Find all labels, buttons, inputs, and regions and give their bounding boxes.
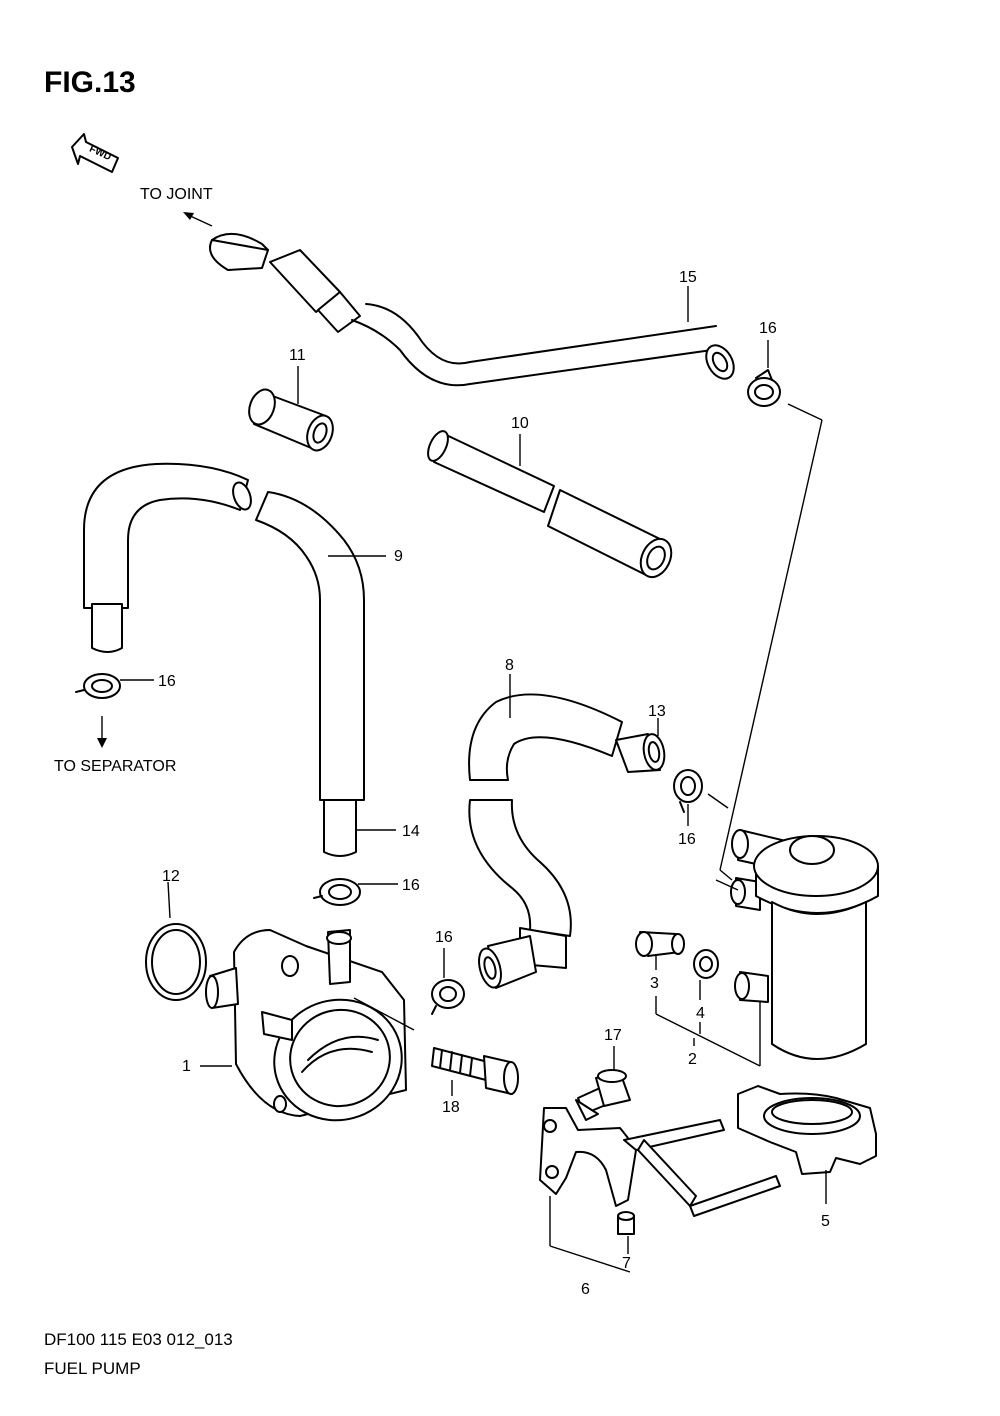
fuel-pump-body [145,881,415,1122]
spacer-7 [617,1211,635,1254]
callout-16-e: 16 [435,929,453,946]
callout-16-a: 16 [759,320,777,337]
callout-16-b: 16 [158,673,176,690]
fuel-filter [715,829,879,1060]
callout-7: 7 [622,1255,631,1272]
hose-15 [209,233,735,387]
callout-16-c: 16 [402,877,420,894]
callout-3: 3 [650,975,659,992]
callout-15: 15 [679,269,697,286]
to-joint-arrow-icon [183,212,213,227]
callout-17: 17 [604,1027,622,1044]
to-separator-arrow-icon [97,716,107,748]
callout-10: 10 [511,415,529,432]
clamp-16b [75,673,154,699]
bolt-18 [431,1047,519,1096]
clamp-5 [737,1085,877,1204]
callout-8: 8 [505,657,514,674]
callout-13: 13 [648,703,666,720]
bracket-6 [539,1107,781,1273]
to-separator-note: TO SEPARATOR [54,758,176,775]
fitting-3 [635,931,685,970]
to-joint-note: TO JOINT [140,186,213,203]
callout-6: 6 [581,1281,590,1298]
hose-8 [468,674,666,989]
callout-14: 14 [402,823,420,840]
hose-10 [427,430,673,579]
callout-11: 11 [289,347,306,364]
callout-4: 4 [696,1005,705,1022]
callout-2: 2 [688,1051,697,1068]
clamp-16e [431,948,465,1015]
clamp-16d [673,769,703,826]
callout-12: 12 [162,868,180,885]
clamp-16a [747,340,781,407]
callout-5: 5 [821,1213,830,1230]
figure-number: FIG.13 [44,66,136,99]
callout-16-d: 16 [678,831,696,848]
diagram-code: DF100 115 E03 012_013 [44,1330,233,1349]
callout-1: 1 [182,1058,191,1075]
fwd-arrow-icon: FWD [71,133,119,173]
hose-9 [83,462,396,857]
clamp-16c [313,878,398,906]
callout-2-bracket [655,996,761,1067]
clamp-4 [693,949,719,1000]
callout-9: 9 [394,548,403,565]
diagram-title: FUEL PUMP [44,1359,141,1378]
bolt-17 [575,1046,631,1121]
callout-18: 18 [442,1099,460,1116]
tube-11 [248,366,334,452]
